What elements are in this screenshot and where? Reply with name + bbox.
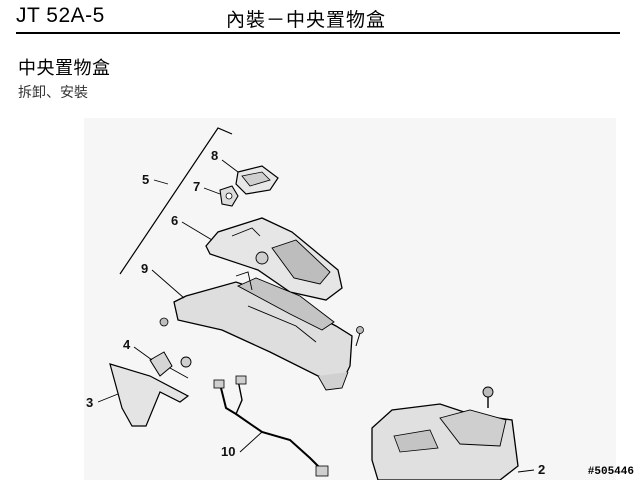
part-8-insert <box>235 165 279 195</box>
diagram-background <box>84 118 616 480</box>
bolt-top <box>482 386 494 408</box>
document-code: JT 52A-5 <box>16 4 105 27</box>
part-3-side-cover <box>109 363 190 427</box>
callout-7: 7 <box>193 179 200 194</box>
leader-line-8 <box>221 159 239 173</box>
part-7-clip <box>219 185 239 207</box>
leader-line-5 <box>153 179 169 185</box>
callout-6: 6 <box>171 213 178 228</box>
callout-10: 10 <box>221 444 235 459</box>
section-title: 中央置物盒 <box>18 58 111 79</box>
leader-line-9 <box>151 269 185 299</box>
callout-8: 8 <box>211 148 218 163</box>
section-subtitle: 拆卸、安裝 <box>18 85 88 101</box>
callout-9: 9 <box>141 261 148 276</box>
callout-2: 2 <box>538 462 545 477</box>
part-4-connector <box>149 351 192 379</box>
screw-right <box>355 326 364 347</box>
part-6-top-panel <box>205 217 343 301</box>
leader-line-3 <box>97 393 119 403</box>
part-2-lid <box>371 403 519 480</box>
leader-line-10 <box>239 431 263 453</box>
header-divider <box>16 32 620 34</box>
leader-line-7 <box>203 187 221 195</box>
page-title: 內裝－中央置物盒 <box>226 9 387 31</box>
callout-5: 5 <box>142 172 149 187</box>
leader-line-4 <box>133 346 153 361</box>
callout-3: 3 <box>86 395 93 410</box>
callout-4: 4 <box>123 337 131 352</box>
leader-line-2 <box>517 469 535 473</box>
assembly-bracket <box>119 127 233 275</box>
leader-line-6 <box>181 221 213 241</box>
part-9-console-body <box>159 271 353 391</box>
figure-id: #505446 <box>587 466 634 478</box>
